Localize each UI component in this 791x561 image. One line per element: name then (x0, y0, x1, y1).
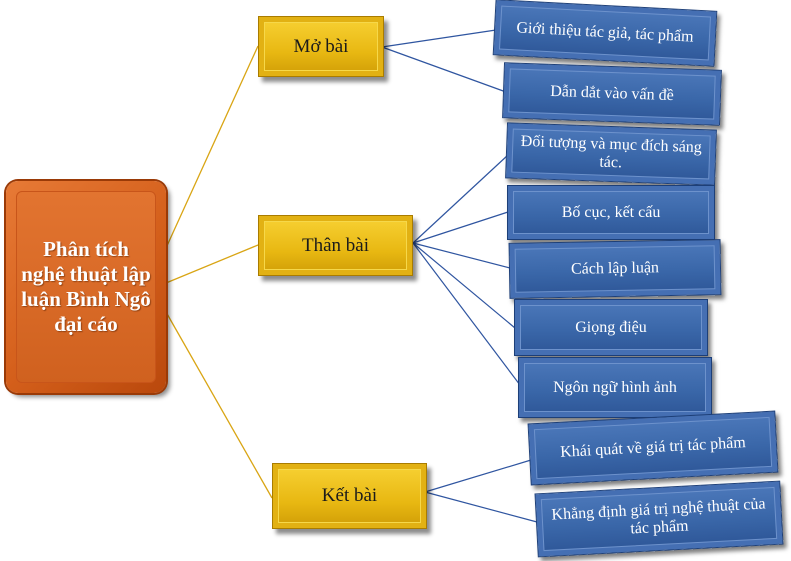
leaf-cach-lap-luan: Cách lập luận (508, 239, 722, 299)
section-mo-bai-label: Mở bài (293, 35, 349, 57)
section-ket-bai: Kết bài (272, 463, 427, 529)
leaf-khai-quat: Khái quát về giá trị tác phẩm (527, 410, 779, 486)
leaf-dan-dat-label: Dẫn dắt vào vấn đề (549, 82, 675, 105)
section-than-bai: Thân bài (258, 215, 413, 276)
leaf-ngon-ngu: Ngôn ngữ hình ảnh (518, 357, 712, 418)
leaf-gioi-thieu-label: Giới thiệu tác giả, tác phẩm (516, 19, 694, 46)
leaf-giong-dieu: Giọng điệu (514, 299, 708, 356)
leaf-giong-dieu-label: Giọng điệu (575, 318, 647, 336)
connector-root-ketbai (165, 311, 273, 499)
leaf-gioi-thieu: Giới thiệu tác giả, tác phẩm (492, 0, 718, 67)
section-than-bai-label: Thân bài (301, 234, 369, 256)
connector-root-thanbai (165, 244, 259, 284)
root-node: Phân tích nghệ thuật lập luận Bình Ngô đ… (6, 181, 166, 393)
root-node-label: Phân tích nghệ thuật lập luận Bình Ngô đ… (16, 191, 156, 383)
connector-root-mobai (165, 45, 259, 249)
leaf-cach-lap-luan-label: Cách lập luận (570, 259, 660, 278)
leaf-bo-cuc: Bố cục, kết cấu (507, 185, 715, 240)
leaf-khang-dinh-label: Khẳng định giá trị nghệ thuật của tác ph… (551, 495, 766, 538)
leaf-khai-quat-label: Khái quát về giá trị tác phẩm (559, 434, 747, 461)
leaf-doi-tuong: Đối tượng và mục đích sáng tác. (505, 122, 717, 186)
section-ket-bai-label: Kết bài (321, 485, 378, 506)
leaf-dan-dat: Dẫn dắt vào vấn đề (502, 62, 722, 126)
leaf-doi-tuong-label: Đối tượng và mục đích sáng tác. (520, 132, 703, 172)
leaf-khang-dinh: Khẳng định giá trị nghệ thuật của tác ph… (534, 480, 784, 558)
section-mo-bai: Mở bài (258, 16, 384, 77)
leaf-bo-cuc-label: Bố cục, kết cấu (561, 203, 661, 221)
leaf-ngon-ngu-label: Ngôn ngữ hình ảnh (553, 378, 677, 396)
